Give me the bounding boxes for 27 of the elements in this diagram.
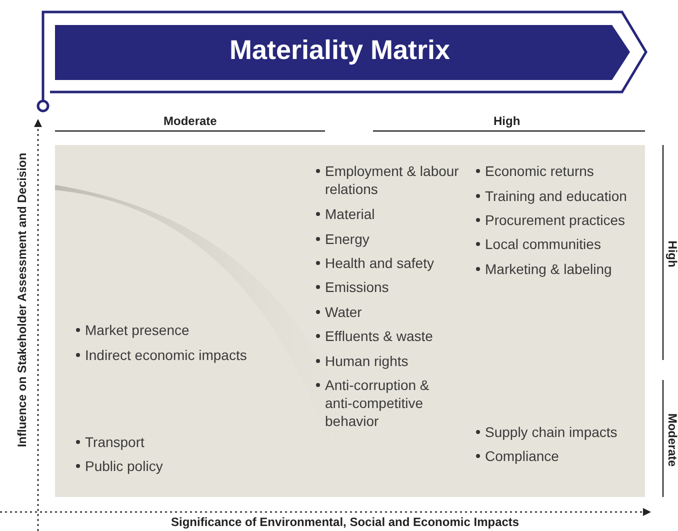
- list-item: Effluents & waste: [316, 327, 433, 345]
- list-item: Energy: [316, 230, 370, 248]
- list-item: Transport: [76, 433, 144, 451]
- list-item: Emissions: [316, 278, 389, 296]
- list-item: Supply chain impacts: [476, 423, 618, 441]
- list-item: Health and safety: [316, 254, 434, 272]
- row-heading: High: [664, 240, 678, 268]
- list-item: Training and education: [476, 187, 627, 205]
- list-item: Local communities: [476, 235, 601, 253]
- list-item: Water: [316, 303, 362, 321]
- list-item: Public policy: [76, 457, 163, 475]
- list-item: Material: [316, 205, 375, 223]
- list-item: Market presence: [76, 321, 190, 339]
- column-heading: High: [494, 114, 520, 128]
- list-item: Compliance: [476, 447, 559, 465]
- row-heading: Moderate: [665, 413, 678, 467]
- list-item: Economic returns: [476, 162, 594, 180]
- list-item: Employment & labour relations: [316, 162, 475, 198]
- list-item: Indirect economic impacts: [76, 346, 247, 364]
- y-axis-label: Influence on Stakeholder Assessment and Decision: [15, 152, 30, 448]
- column-heading: Moderate: [164, 114, 217, 128]
- list-item: Marketing & labeling: [476, 260, 612, 278]
- title: Materiality Matrix: [230, 35, 450, 66]
- list-item: Human rights: [316, 352, 408, 370]
- list-item: Anti-corruption & anti-competitive behavior: [316, 376, 450, 430]
- list-item: Procurement practices: [476, 211, 626, 229]
- x-axis-label: Significance of Environmental, Social and Economic Impacts: [171, 515, 520, 529]
